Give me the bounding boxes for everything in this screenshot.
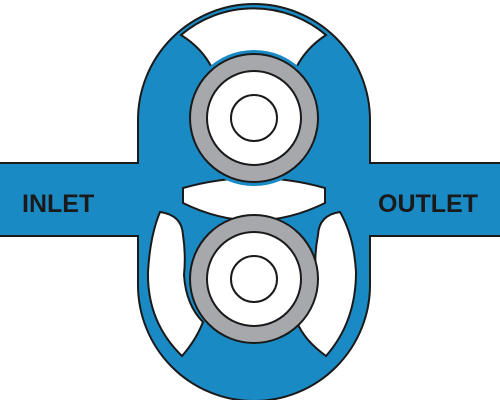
upper-cavity [179, 7, 328, 69]
top-rotor-shaft [230, 94, 278, 142]
lower-left-cavity [146, 210, 205, 358]
outlet-label: OUTLET [378, 190, 478, 218]
inlet-join [130, 164, 144, 235]
inlet-label: INLET [22, 190, 94, 218]
outlet-join [364, 164, 378, 235]
top-rotor [186, 50, 322, 186]
bottom-rotor [189, 214, 319, 344]
bottom-rotor-shaft [230, 255, 278, 303]
